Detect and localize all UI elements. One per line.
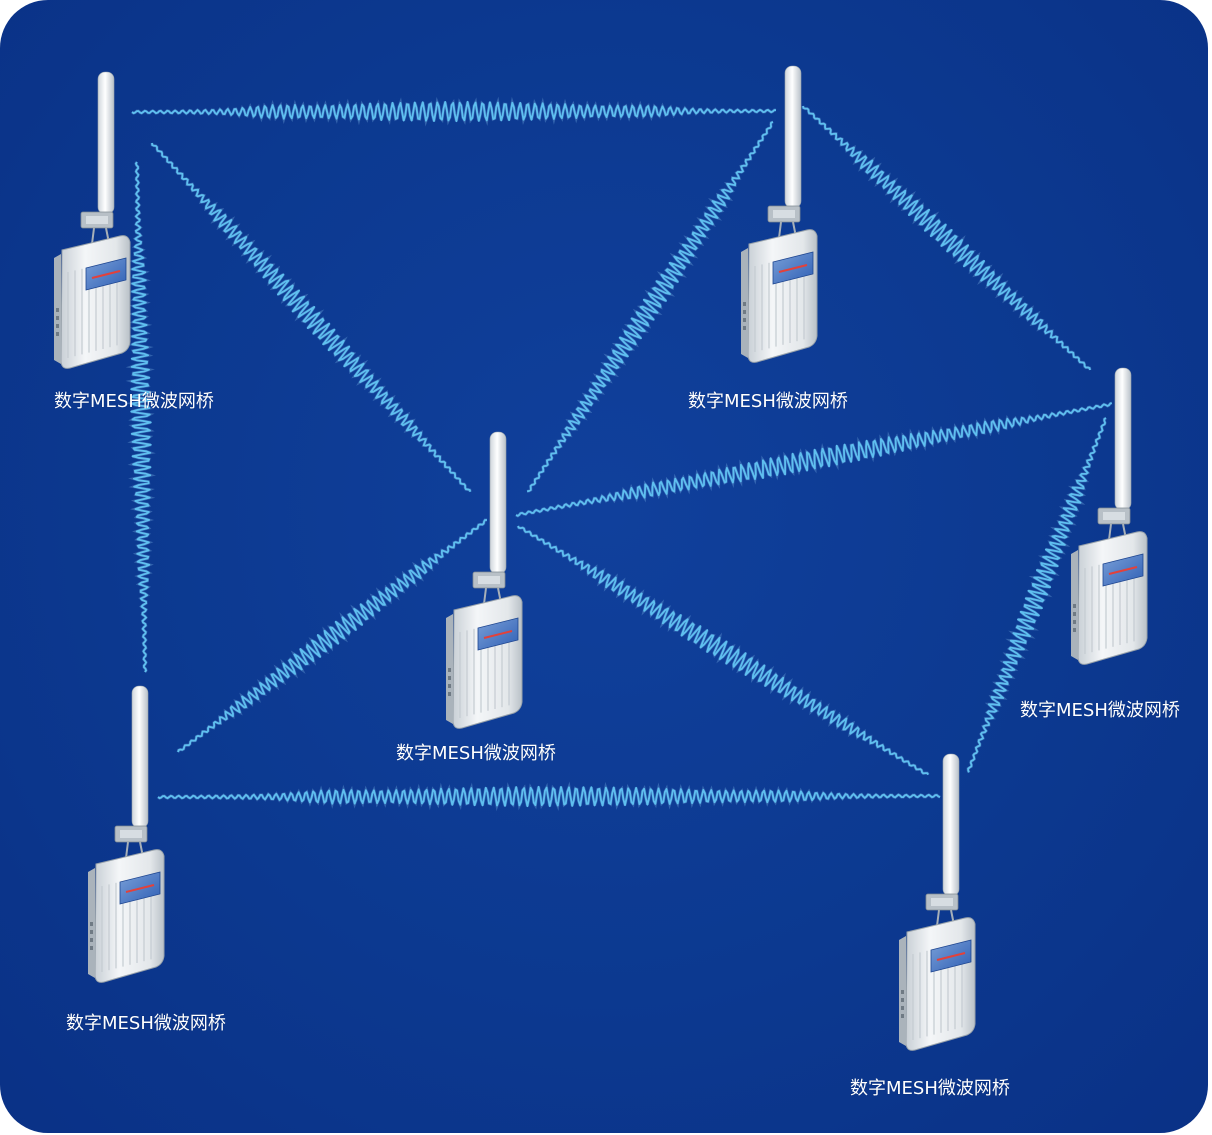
mesh-bridge-device-n5 <box>88 685 165 983</box>
node-label-n5: 数字MESH微波网桥 <box>66 1013 226 1034</box>
link-wave <box>157 785 941 808</box>
screen-logo-stripe <box>778 264 808 273</box>
port-led <box>743 310 746 314</box>
link-wave <box>526 121 774 493</box>
links-layer <box>125 96 1113 812</box>
nodes-layer <box>54 65 1148 1051</box>
port-led <box>56 324 59 328</box>
port-led <box>448 676 451 680</box>
link-n3-n5 <box>176 518 487 753</box>
bracket <box>483 587 487 605</box>
port-led <box>56 316 59 320</box>
port-led <box>90 930 93 934</box>
node-label-n2: 数字MESH微波网桥 <box>688 391 848 412</box>
port-led <box>56 332 59 336</box>
port-led <box>448 692 451 696</box>
link-wave <box>130 161 152 673</box>
link-n4-n6 <box>966 416 1107 773</box>
port-led <box>743 318 746 322</box>
mesh-bridge-device-n1 <box>54 71 131 369</box>
antenna-icon <box>489 431 507 575</box>
mesh-bridge-device-n3 <box>446 431 523 729</box>
mount-clamp-band <box>1103 512 1125 520</box>
mount-clamp-band <box>931 898 953 906</box>
mount-clamp-band <box>86 216 108 224</box>
node-label-n6: 数字MESH微波网桥 <box>850 1078 1010 1099</box>
link-n2-n4 <box>801 105 1092 371</box>
port-led <box>743 302 746 306</box>
link-glow <box>176 518 487 753</box>
link-wave <box>802 105 1091 371</box>
link-n1-n3 <box>150 142 472 493</box>
port-led <box>448 668 451 672</box>
link-wave <box>131 100 777 123</box>
link-n5-n6 <box>157 781 941 812</box>
antenna-icon <box>942 753 960 897</box>
mount-clamp-band <box>120 830 142 838</box>
screen-logo-stripe <box>1108 566 1138 575</box>
bracket <box>125 841 129 859</box>
port-led <box>1073 620 1076 624</box>
screen-logo-stripe <box>936 952 966 961</box>
link-wave <box>151 142 472 493</box>
port-led <box>90 922 93 926</box>
node-label-n3: 数字MESH微波网桥 <box>396 743 556 764</box>
bracket <box>936 909 940 927</box>
screen-logo-stripe <box>483 630 513 639</box>
antenna-icon <box>97 71 115 215</box>
screen-logo-stripe <box>125 884 155 893</box>
mesh-bridge-device-n2 <box>741 65 818 363</box>
link-wave <box>515 402 1113 517</box>
port-led <box>743 326 746 330</box>
port-led <box>901 1006 904 1010</box>
port-led <box>90 946 93 950</box>
port-led <box>1073 612 1076 616</box>
port-led <box>448 684 451 688</box>
node-label-n4: 数字MESH微波网桥 <box>1020 700 1180 721</box>
port-led <box>1073 604 1076 608</box>
link-wave <box>967 417 1107 773</box>
port-led <box>56 308 59 312</box>
mount-clamp-band <box>773 210 795 218</box>
mount-clamp-band <box>478 576 500 584</box>
link-n1-n2 <box>131 96 777 127</box>
screen-logo-stripe <box>91 270 121 279</box>
port-led <box>90 938 93 942</box>
link-wave <box>517 525 929 776</box>
link-n2-n3 <box>526 120 774 493</box>
link-n3-n6 <box>516 525 930 776</box>
mesh-bridge-device-n6 <box>899 753 976 1051</box>
port-led <box>1073 628 1076 632</box>
bracket <box>91 227 95 245</box>
antenna-icon <box>1114 367 1132 511</box>
antenna-icon <box>131 685 149 829</box>
mesh-bridge-device-n4 <box>1071 367 1148 665</box>
port-led <box>901 990 904 994</box>
bracket <box>778 221 782 239</box>
link-n1-n5 <box>125 161 157 673</box>
node-label-n1: 数字MESH微波网桥 <box>54 391 214 412</box>
link-n3-n4 <box>515 401 1113 518</box>
port-led <box>901 1014 904 1018</box>
bracket <box>1108 523 1112 541</box>
port-led <box>901 998 904 1002</box>
antenna-icon <box>784 65 802 209</box>
link-wave <box>177 519 487 753</box>
